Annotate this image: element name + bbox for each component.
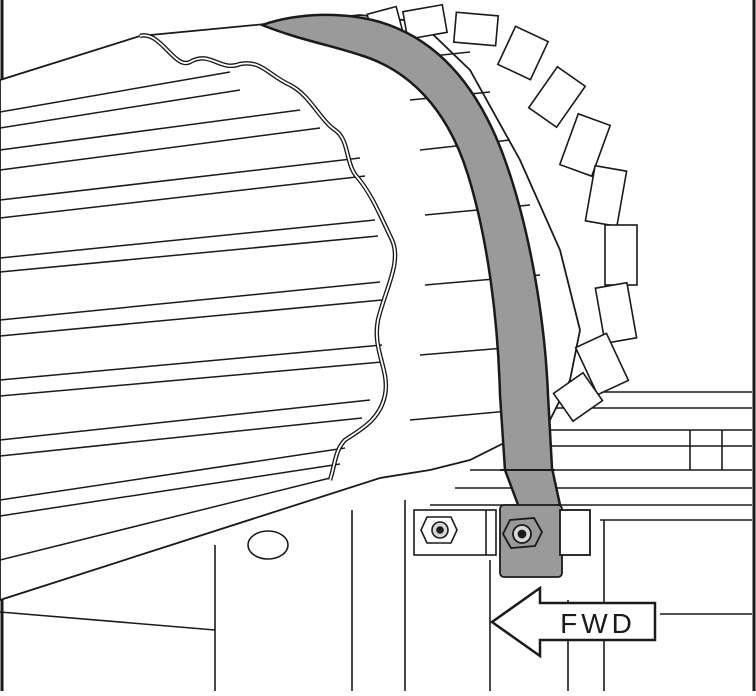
support-frame	[0, 391, 752, 691]
left-bracket	[413, 509, 497, 556]
forward-arrow-icon	[489, 585, 657, 659]
roll-end-cap	[366, 3, 638, 423]
strap	[258, 13, 562, 512]
fwd-label: FWD	[560, 608, 636, 639]
roll-body	[0, 14, 581, 601]
fwd-arrow: FWD	[489, 585, 657, 659]
strap-bracket	[499, 504, 591, 578]
